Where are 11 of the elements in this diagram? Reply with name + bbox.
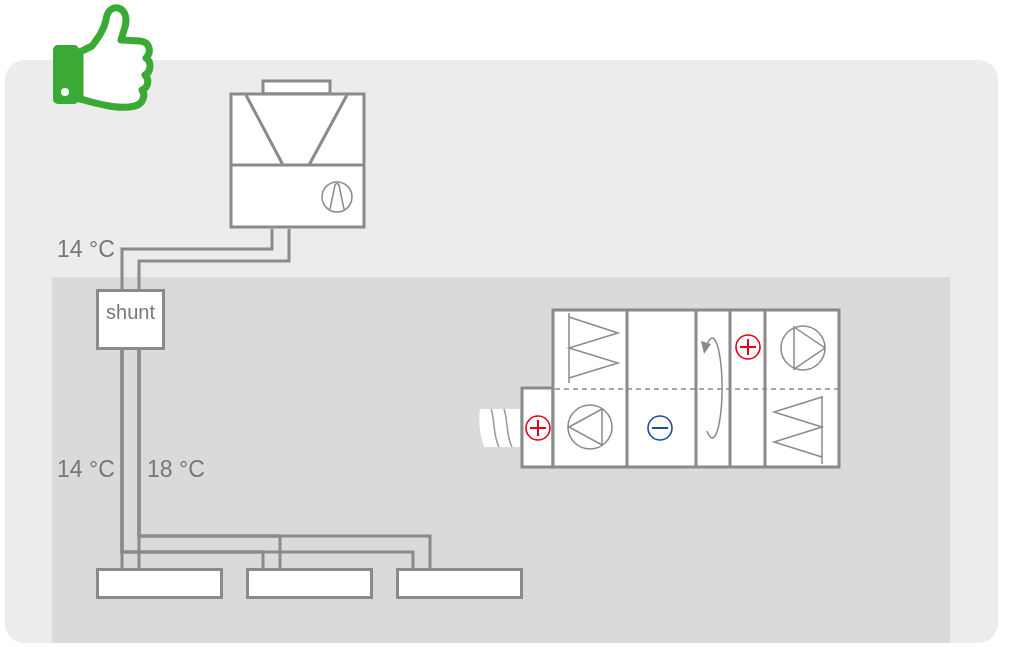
temperature-label: 18 °C [147, 457, 205, 481]
terminal-unit [246, 568, 373, 599]
pipe-line [137, 229, 291, 289]
pipe-line [120, 229, 274, 289]
terminal-unit [96, 568, 223, 599]
temperature-label: 14 °C [57, 457, 115, 481]
temperature-label: 14 °C [57, 237, 115, 261]
chiller-unit [229, 79, 366, 229]
terminal-unit [396, 568, 523, 599]
node-label: shunt [106, 301, 155, 323]
shunt-box [96, 289, 165, 350]
